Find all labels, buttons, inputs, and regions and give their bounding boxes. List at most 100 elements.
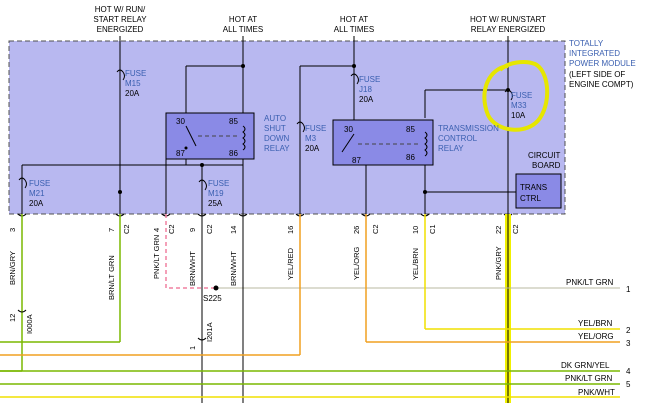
header-line: START RELAY [93, 15, 147, 24]
pin-label: 3 [8, 228, 17, 232]
module-sublabel-line: ENGINE COMPT) [569, 80, 634, 89]
wire-color: BRN/GRY [8, 251, 17, 285]
conn-label: C2 [511, 224, 520, 234]
pin-label: 12 [8, 314, 17, 322]
pin-label: 14 [229, 226, 238, 234]
header-label-hot-run-1: HOT W/ RUN/ START RELAY ENERGIZED [93, 5, 147, 34]
circuit-board-label: BOARD [532, 161, 561, 170]
highlight-circle [482, 60, 550, 132]
fuse-label: FUSE [511, 91, 532, 100]
header-line: HOT W/ RUN/ [95, 5, 146, 14]
wire-number: 4 [626, 367, 631, 376]
relay-name: DOWN [264, 134, 290, 143]
fuse-label: FUSE [359, 75, 380, 84]
trans-ctrl-label: TRANS [520, 183, 547, 192]
connector-pins: 3 7 C2 4 C2 9 C2 14 16 26 C2 10 C1 22 C2 [8, 224, 520, 234]
fuse-label: FUSE [125, 69, 146, 78]
relay-pin: 87 [176, 149, 185, 158]
header-line: RELAY ENERGIZED [471, 25, 546, 34]
wire-number: 5 [626, 380, 631, 389]
fuse-rating: 20A [29, 199, 44, 208]
conn-label: C2 [205, 224, 214, 234]
fuse-label: M3 [305, 134, 317, 143]
right-wire-labels: PNK/LT GRN 1 YEL/BRN 2 YEL/ORG 3 DK GRN/… [561, 278, 631, 397]
conn-label: I000A [25, 314, 34, 334]
fuse-label: FUSE [305, 124, 326, 133]
wire-color: BRN/WHT [229, 251, 238, 286]
pin-label: 1 [188, 346, 197, 350]
trans-ctrl-label: CTRL [520, 194, 541, 203]
fuse-m3: FUSE M3 20A [296, 121, 326, 153]
external-wires [0, 214, 620, 403]
relay-pin: 85 [406, 125, 415, 134]
fuse-rating: 25A [208, 199, 223, 208]
wire-color: BRN/LT GRN [107, 255, 116, 300]
wire-label: PNK/LT GRN [566, 278, 613, 287]
header-label-hot-run-2: HOT W/ RUN/START RELAY ENERGIZED [470, 15, 546, 34]
header-line: HOT AT [340, 15, 368, 24]
module-label-line: INTEGRATED [569, 49, 620, 58]
wire-number: 3 [626, 339, 631, 348]
pin-label: 22 [494, 226, 503, 234]
splice-label: S225 [203, 294, 222, 303]
relay-name: CONTROL [438, 134, 478, 143]
fuse-label: M33 [511, 101, 527, 110]
pin-label: 10 [411, 226, 420, 234]
fuse-rating: 20A [305, 144, 320, 153]
wire-label: PNK/LT GRN [565, 374, 612, 383]
conn-label: C1 [428, 224, 437, 234]
wire-color-labels: BRN/GRY BRN/LT GRN PNK/LT GRN BRN/WHT BR… [8, 235, 503, 300]
relay-pin: 85 [229, 117, 238, 126]
fuse-j18: FUSE J18 20A [350, 73, 380, 104]
header-line: HOT AT [229, 15, 257, 24]
circuit-board-label: CIRCUIT [528, 151, 561, 160]
circuit-board: CIRCUIT BOARD TRANS CTRL [515, 151, 562, 209]
wire-label: YEL/ORG [578, 332, 614, 341]
power-module-box [8, 40, 566, 215]
wire-color: YEL/ORG [352, 246, 361, 280]
wire-label: DK GRN/YEL [561, 361, 610, 370]
wire-color: PNK/GRY [494, 246, 503, 280]
wire-label: YEL/BRN [578, 319, 612, 328]
relay-pin: 86 [406, 153, 415, 162]
wire-number: 1 [626, 285, 631, 294]
fuse-rating: 20A [125, 89, 140, 98]
fuse-label: M21 [29, 189, 45, 198]
fuse-m21: FUSE M21 20A [18, 177, 50, 208]
fuse-m19: FUSE M19 25A [198, 179, 229, 208]
wire-color: BRN/WHT [188, 251, 197, 286]
module-label: TOTALLY INTEGRATED POWER MODULE (LEFT SI… [569, 39, 636, 89]
wire-color: YEL/BRN [411, 248, 420, 280]
fuse-rating: 10A [511, 111, 526, 120]
splice-dots [118, 64, 510, 194]
pin-label: 16 [286, 226, 295, 234]
wire-number: 2 [626, 326, 631, 335]
wire-color: PNK/LT GRN [152, 235, 161, 279]
relay-pin: 30 [344, 125, 353, 134]
relay-name: SHUT [264, 124, 286, 133]
relay-pin: 86 [229, 149, 238, 158]
conn-label: I201A [205, 322, 214, 342]
wire-color: YEL/RED [286, 247, 295, 280]
fuse-m33: FUSE M33 10A [504, 89, 532, 120]
conn-label: C2 [122, 224, 131, 234]
fuse-label: M19 [208, 189, 224, 198]
relay-name: RELAY [264, 144, 290, 153]
relay-name: RELAY [438, 144, 464, 153]
splice-s225: S225 [203, 285, 222, 303]
pin-label: 26 [352, 226, 361, 234]
header-line: HOT W/ RUN/START [470, 15, 546, 24]
header-line: ALL TIMES [223, 25, 263, 34]
inline-connector-1: 1 I201A [188, 322, 214, 350]
conn-label: C2 [167, 224, 176, 234]
module-label-line: TOTALLY [569, 39, 604, 48]
asd-relay: 30 85 87 86 AUTO SHUT DOWN RELAY [165, 112, 290, 160]
inline-connector-12: 12 I000A [8, 309, 34, 334]
fuse-label: FUSE [208, 179, 229, 188]
pin-label: 4 [152, 228, 161, 232]
fuse-rating: 20A [359, 95, 374, 104]
pin-label: 7 [107, 228, 116, 232]
relay-pin: 87 [352, 156, 361, 165]
fuse-label: M15 [125, 79, 141, 88]
